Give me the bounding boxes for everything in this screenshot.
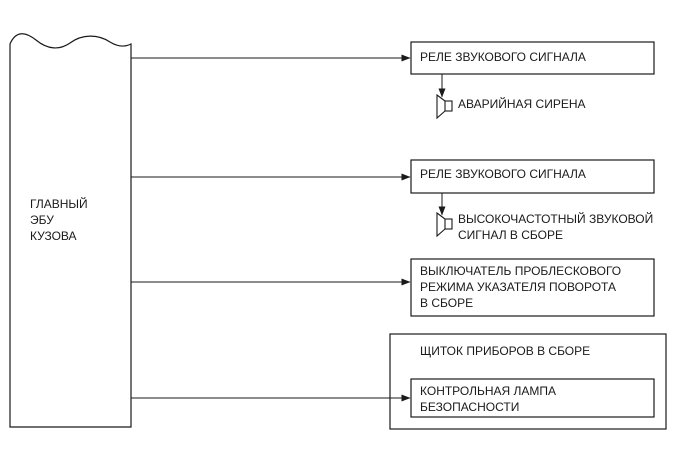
siren-label: АВАРИЙНАЯ СИРЕНА [458, 97, 586, 111]
horn-relay-1-label: РЕЛЕ ЗВУКОВОГО СИГНАЛА [420, 50, 586, 64]
instrument-panel-box [389, 333, 667, 430]
security-lamp-label: КОНТРОЛЬНАЯ ЛАМПА БЕЗОПАСНОСТИ [420, 384, 557, 414]
hazard-switch-box [410, 258, 655, 317]
horn-relay-2-box [410, 159, 655, 194]
security-lamp-box [410, 378, 655, 418]
horn-speaker-icon [436, 211, 453, 238]
instrument-panel-label: ЩИТОК ПРИБОРОВ В СБОРЕ [420, 344, 591, 358]
ecu-label: ГЛАВНЫЙ ЭБУ КУЗОВА [30, 197, 88, 243]
high-horn-label: ВЫСОКОЧАСТОТНЫЙ ЗВУКОВОЙ СИГНАЛ В СБОРЕ [458, 212, 654, 242]
horn-relay-2-label: РЕЛЕ ЗВУКОВОГО СИГНАЛА [420, 167, 586, 181]
ecu-block [9, 33, 132, 428]
siren-speaker-icon [436, 93, 453, 120]
hazard-switch-label: ВЫКЛЮЧАТЕЛЬ ПРОБЛЕСКОВОГО РЕЖИМА УКАЗАТЕ… [420, 264, 622, 310]
horn-relay-1-box [410, 41, 655, 75]
